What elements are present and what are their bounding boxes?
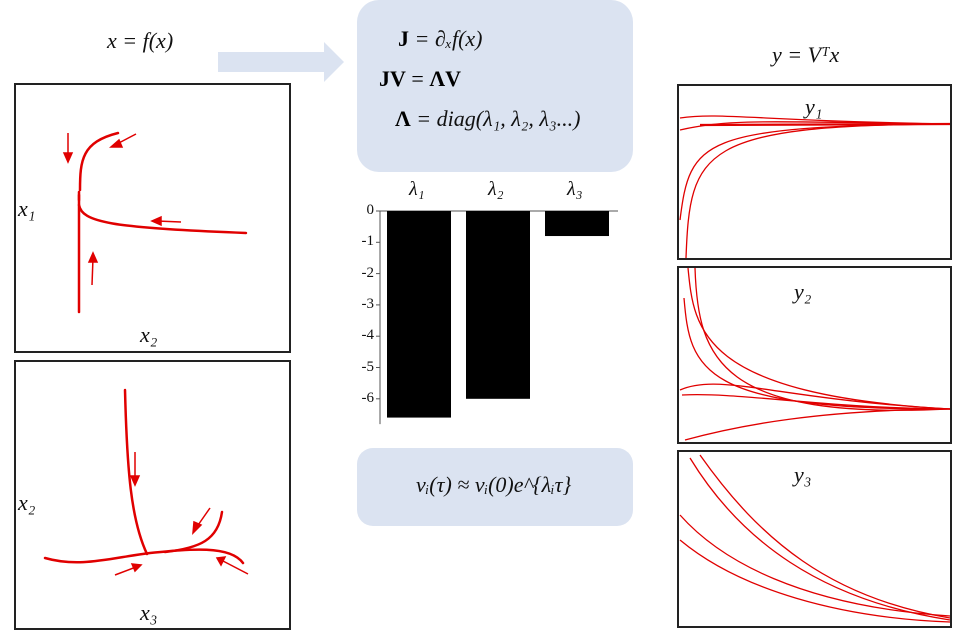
jacobian-line2: JV = ΛV: [379, 66, 461, 92]
lambda-def: = diag(λ₁, λ₂, λ₃...): [416, 106, 581, 131]
flow-arrow-shape: [218, 42, 344, 82]
chart-y-tick-label: -5: [361, 358, 375, 375]
chart-bar: [387, 211, 451, 418]
panel1-ylabel: x₁: [18, 196, 36, 221]
jv-rhs: ΛV: [429, 66, 461, 91]
mode-plot-y3: [677, 450, 952, 628]
jacobian-line1: J = ∂ₓf(x): [398, 26, 483, 52]
chart-bar: [545, 211, 609, 237]
chart-y-tick-label: -1: [361, 233, 375, 250]
chart-y-tick-label: 0: [366, 202, 375, 218]
chart-y-tick-label: -3: [361, 295, 375, 312]
jv-eq: =: [405, 66, 430, 91]
phase-plot-x2-x3: [14, 360, 291, 630]
transform-equation: y = Vᵀx: [772, 42, 839, 68]
jacobian-box: [357, 0, 633, 172]
y2-title: y₂: [794, 279, 812, 304]
lambda-symbol: Λ: [395, 106, 411, 131]
chart-y-tick-label: -4: [361, 327, 375, 344]
panel2-ylabel: x₂: [18, 490, 36, 515]
system-equation: x = f(x): [107, 28, 173, 54]
jacobian-symbol: J: [398, 26, 409, 51]
chart-category-label: λ₂: [488, 178, 504, 200]
phase-plot-x1-x2: [14, 83, 291, 353]
chart-y-tick-label: -2: [361, 264, 375, 281]
chart-y-tick-label: -6: [361, 389, 375, 406]
y3-title: y₃: [794, 462, 812, 487]
chart-category-label: λ₃: [567, 178, 583, 200]
solution-eq-text: vᵢ(τ) ≈ vᵢ(0)e^{λᵢτ}: [416, 472, 572, 497]
y1-title: y₁: [805, 94, 823, 119]
jv-lhs: JV: [379, 66, 406, 91]
jacobian-line3: Λ = diag(λ₁, λ₂, λ₃...): [395, 106, 580, 132]
panel2-xlabel: x₃: [140, 600, 158, 625]
system-equation-text: x = f(x): [107, 28, 174, 53]
chart-bar: [466, 211, 530, 399]
solution-box: [357, 448, 633, 526]
panel1-xlabel: x₂: [140, 322, 158, 347]
solution-eq: vᵢ(τ) ≈ vᵢ(0)e^{λᵢτ}: [416, 472, 571, 498]
transform-equation-text: y = Vᵀx: [772, 42, 840, 67]
jacobian-def: = ∂ₓf(x): [414, 26, 483, 51]
chart-category-label: λ₁: [409, 178, 425, 200]
mode-plot-y2: [677, 266, 952, 444]
